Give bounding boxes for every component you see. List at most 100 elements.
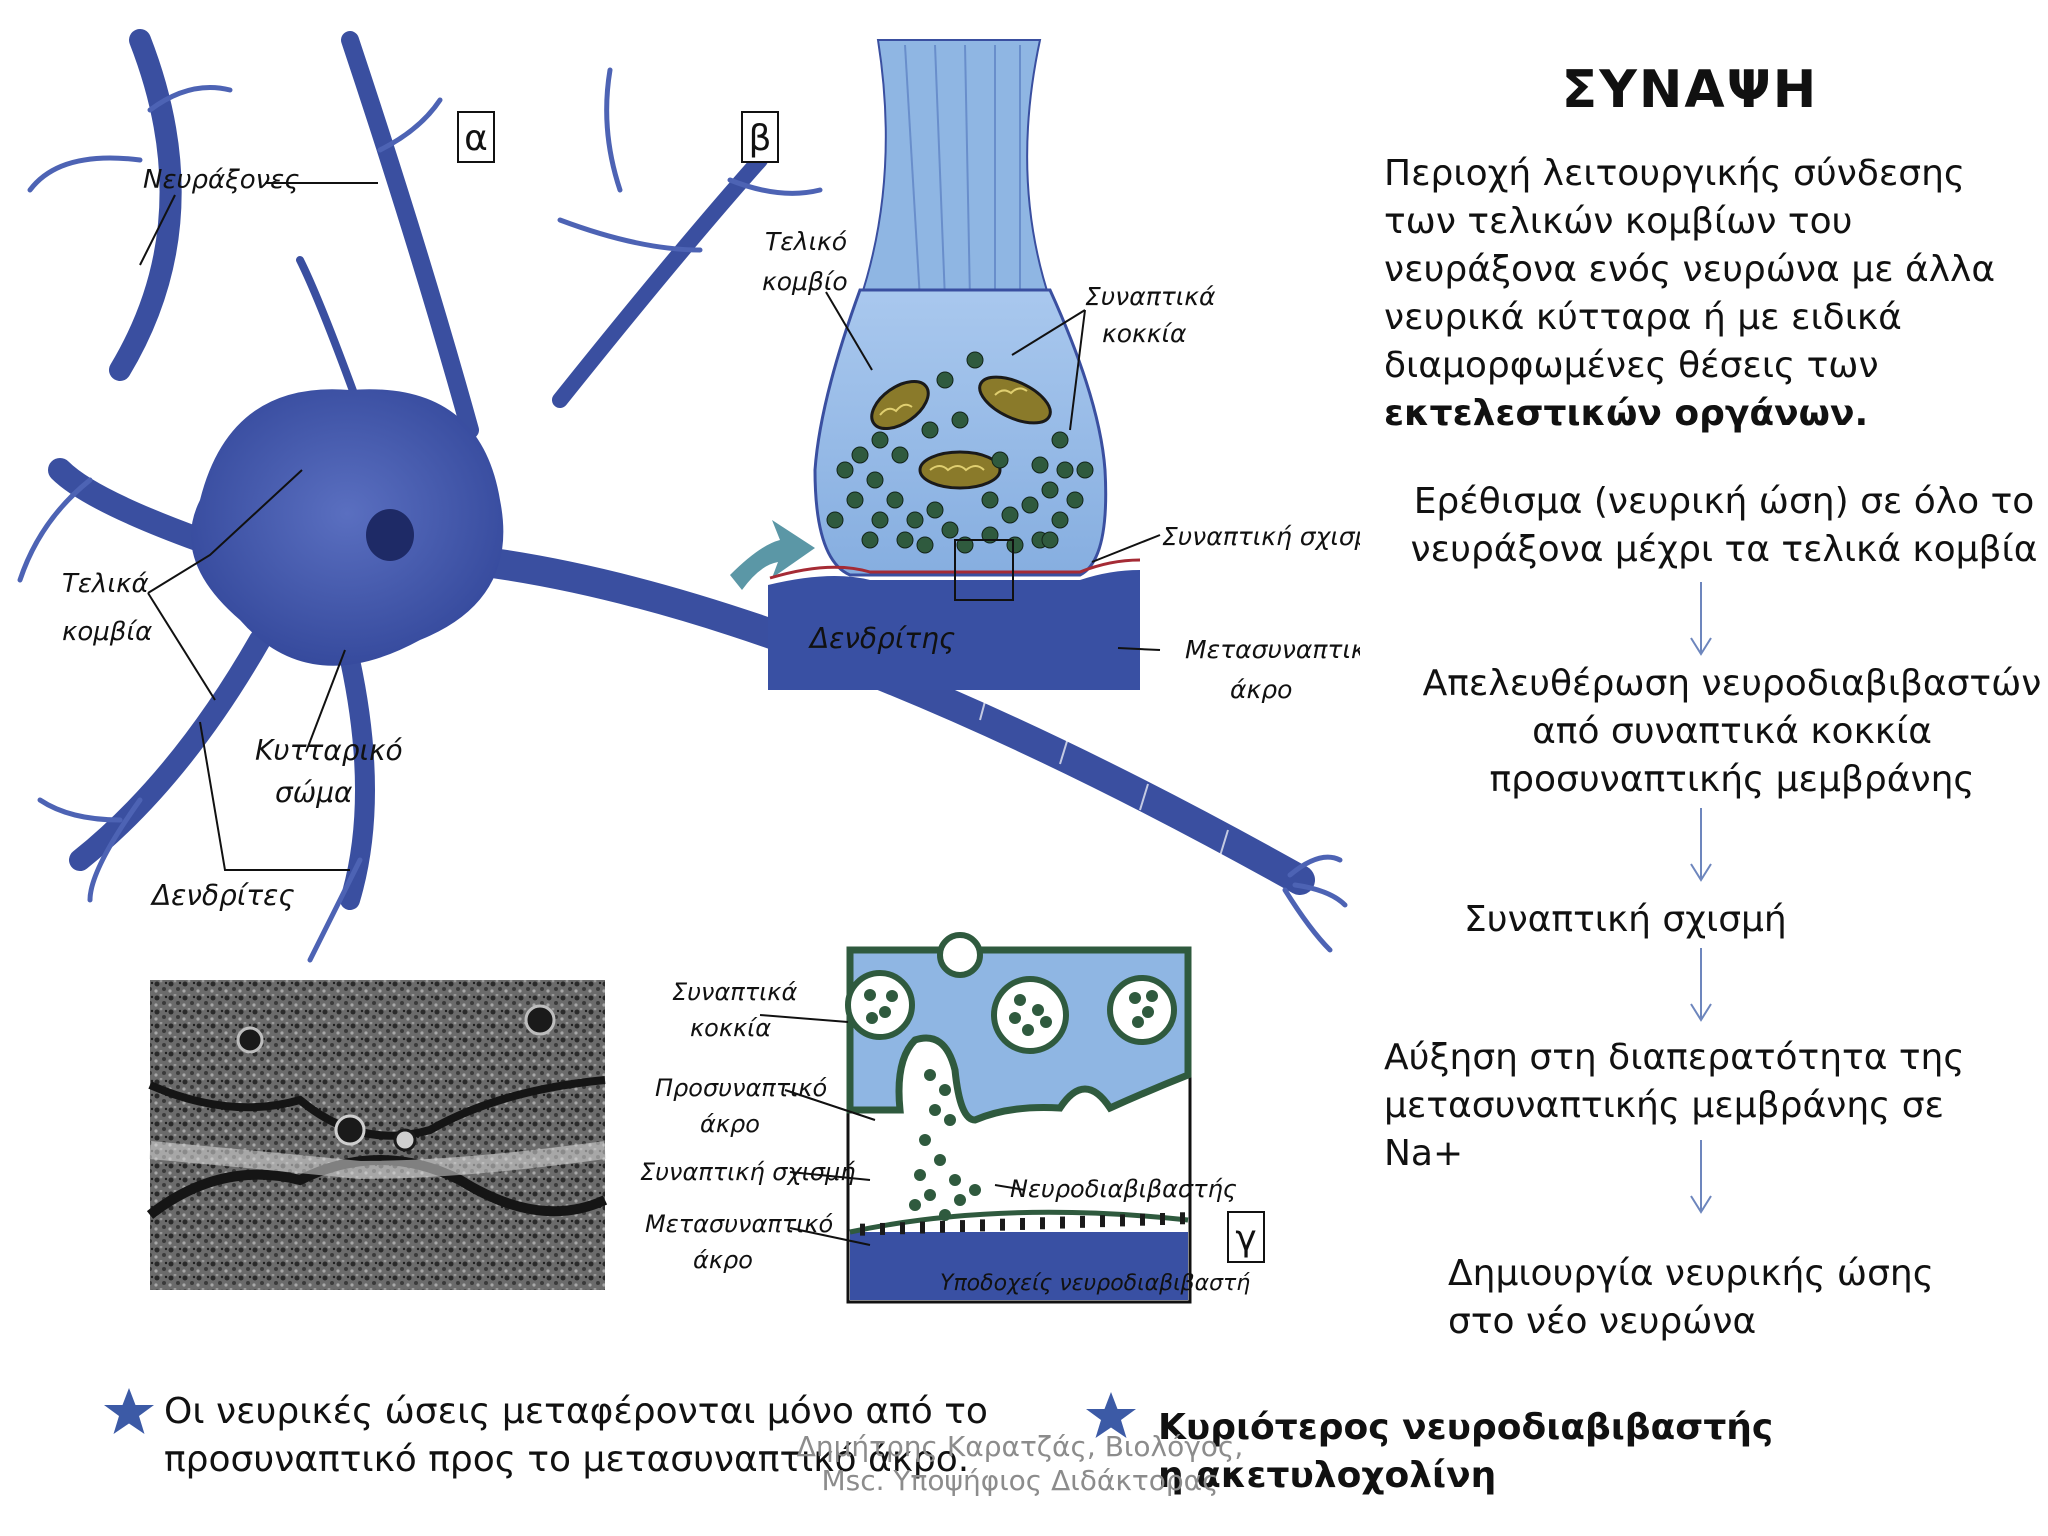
synaptic-vesicle (851, 446, 869, 464)
panel-b-box (741, 111, 779, 163)
definition-text: Περιοχή λειτουργικής σύνδεσης των τελικώ… (1384, 153, 1996, 386)
flow-step-1: Ερέθισμα (νευρική ώση) σε όλο το νευράξο… (1410, 481, 2038, 570)
synaptic-vesicle (991, 451, 1009, 469)
receptor (1000, 1218, 1005, 1231)
transmitter-dot (954, 1194, 966, 1206)
synaptic-vesicle (941, 521, 959, 539)
synaptic-vesicle (966, 351, 984, 369)
transmitter-dot (944, 1114, 956, 1126)
synaptic-vesicle (1041, 481, 1059, 499)
label-terminal-line1: Τελικό (765, 227, 847, 256)
receptor (980, 1219, 985, 1232)
transmitter-dot (866, 1012, 878, 1024)
panel-b-label: β (749, 118, 772, 159)
transmitter-dot (1132, 1016, 1144, 1028)
electron-micrograph (146, 980, 608, 1290)
transmitter-dot (1040, 1016, 1052, 1028)
label-cleft-c: Συναπτική σχισμή (640, 1158, 856, 1186)
synaptic-vesicle (926, 501, 944, 519)
label-receptors: Υποδοχείς νευροδιαβιβαστή (940, 1271, 1250, 1296)
label-terminals-line2: κομβία (62, 617, 152, 647)
receptor (1060, 1216, 1065, 1229)
panel-a-label: α (464, 118, 488, 159)
label-transmitter: Νευροδιαβιβαστής (1010, 1175, 1237, 1203)
note-right: Κυριότερος νευροδιαβιβαστής η ακετυλοχολ… (1158, 1407, 1774, 1496)
definition-paragraph: Περιοχή λειτουργικής σύνδεσης των τελικώ… (1384, 150, 2024, 438)
neuron-illustration (17, 29, 1348, 963)
receptor (1080, 1215, 1085, 1228)
transmitter-dot (864, 989, 876, 1001)
author-watermark: Δημήτρης Καρατζάς, Βιολόγος, Msc. Υποψήφ… (796, 1430, 1244, 1497)
receptor (1180, 1212, 1185, 1225)
label-terminals-line1: Τελικά (62, 569, 149, 599)
panel-c-label: γ (1235, 1218, 1256, 1259)
transmitter-dot (909, 1199, 921, 1211)
note-left: Οι νευρικές ώσεις μεταφέρονται μόνο από … (164, 1391, 988, 1480)
flow-step-4: Αύξηση στη διαπερατότητα της μετασυναπτι… (1384, 1037, 1965, 1174)
star-icon (1086, 1392, 1136, 1438)
synaptic-vesicle (1051, 511, 1069, 529)
synaptic-vesicle (891, 446, 909, 464)
transmitter-dot (1022, 1024, 1034, 1036)
synaptic-vesicle (1021, 496, 1039, 514)
transmitter-dot (1014, 994, 1026, 1006)
synaptic-vesicle (826, 511, 844, 529)
flow-step-2: Απελευθέρωση νευροδιαβιβαστών από συναπτ… (1422, 663, 2042, 800)
synaptic-vesicle (981, 491, 999, 509)
synaptic-bouton-illustration (730, 39, 1161, 690)
panel-a-box (457, 111, 495, 163)
label-pre-c-line2: άκρο (700, 1110, 760, 1138)
synaptic-vesicle (866, 471, 884, 489)
transmitter-dot (934, 1154, 946, 1166)
transmitter-dot (969, 1184, 981, 1196)
label-cell-body-line1: Κυτταρικό (255, 734, 403, 767)
flow-arrow-2-icon (1690, 808, 1712, 882)
synaptic-vesicle (896, 531, 914, 549)
transmitter-dot (939, 1084, 951, 1096)
transmitter-dot (1129, 992, 1141, 1004)
label-dendrite-b: Δενδρίτης (808, 622, 955, 655)
label-axons: Νευράξονες (143, 165, 299, 195)
definition-bold-text: εκτελεστικών οργάνων. (1384, 393, 1869, 434)
synaptic-vesicle (951, 411, 969, 429)
label-post-c-line2: άκρο (693, 1246, 753, 1274)
transmitter-dot (1146, 990, 1158, 1002)
synaptic-vesicle (916, 536, 934, 554)
synaptic-vesicle (1056, 461, 1074, 479)
receptor (1040, 1217, 1045, 1230)
label-vesicles-b-line2: κοκκία (1102, 319, 1187, 348)
receptor (1100, 1215, 1105, 1228)
flow-step-5: Δημιουργία νευρικής ώσης στο νέο νευρώνα (1448, 1253, 1934, 1342)
synaptic-vesicle (1066, 491, 1084, 509)
synaptic-vesicle (1041, 531, 1059, 549)
slide-title: ΣΥΝΑΨΗ (1561, 60, 1819, 120)
synaptic-vesicle (861, 531, 879, 549)
synaptic-vesicle (1031, 456, 1049, 474)
transmitter-dot (886, 990, 898, 1002)
flow-step-3: Συναπτική σχισμή (1464, 899, 1787, 940)
transmitter-dot (919, 1134, 931, 1146)
synaptic-vesicle (906, 511, 924, 529)
synaptic-vesicle (846, 491, 864, 509)
label-terminal-line2: κομβίο (762, 267, 848, 296)
transmitter-dot (1032, 1004, 1044, 1016)
receptor (960, 1220, 965, 1233)
synaptic-vesicle (836, 461, 854, 479)
synaptic-vesicle (1051, 431, 1069, 449)
receptor (860, 1223, 865, 1236)
label-pre-c-line1: Προσυναπτικό (655, 1074, 827, 1102)
synaptic-vesicle (871, 431, 889, 449)
star-icon (104, 1388, 154, 1434)
synaptic-vesicle (936, 371, 954, 389)
label-dendrites: Δενδρίτες (150, 879, 295, 912)
receptor (1120, 1214, 1125, 1227)
transmitter-dot (949, 1174, 961, 1186)
synaptic-vesicle (1001, 506, 1019, 524)
label-post-b-line2: άκρο (1230, 675, 1292, 704)
transmitter-dot (924, 1069, 936, 1081)
receptor (900, 1222, 905, 1235)
receptor (920, 1221, 925, 1234)
label-post-b-line1: Μετασυναπτικό (1185, 635, 1360, 664)
receptor (940, 1220, 945, 1233)
transmitter-dot (1009, 1012, 1021, 1024)
